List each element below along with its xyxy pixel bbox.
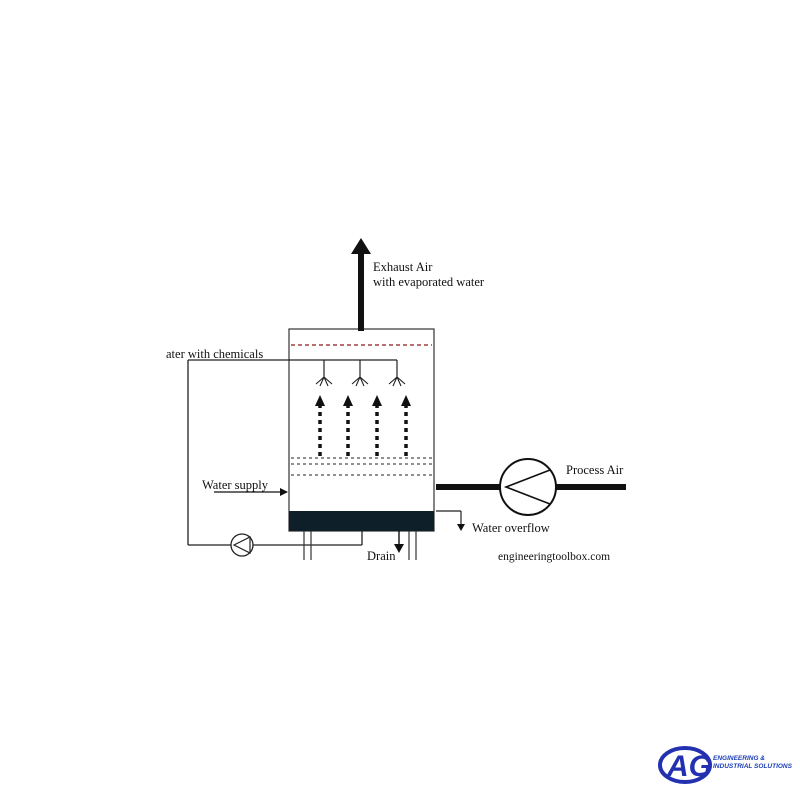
drain-label: Drain (367, 549, 396, 563)
logo-line2: INDUSTRIAL SOLUTIONS (713, 763, 793, 770)
process-air-fan (499, 458, 557, 516)
exhaust-air-arrow (351, 238, 371, 331)
logo-line1: ENGINEERING & (713, 755, 765, 762)
process-air-label: Process Air (566, 463, 624, 477)
water-overflow-label: Water overflow (472, 521, 550, 535)
company-logo: AG ENGINEERING & INDUSTRIAL SOLUTIONS (658, 746, 793, 784)
spray-nozzle (388, 376, 406, 387)
water-overflow-arrow (436, 510, 465, 531)
rising-air-arrow (401, 395, 411, 456)
water-chemicals-label: ater with chemicals (166, 347, 263, 361)
drain-pipe (394, 531, 404, 553)
rising-air-arrow (315, 395, 325, 456)
exhaust-air-label: Exhaust Air (373, 260, 433, 274)
spray-nozzle (351, 376, 369, 387)
exhaust-air-sublabel: with evaporated water (373, 275, 485, 289)
tower-body (288, 328, 435, 532)
spray-nozzle (315, 376, 333, 387)
tower-legs (303, 531, 417, 560)
rising-air-arrow (372, 395, 382, 456)
water-supply-label: Water supply (202, 478, 269, 492)
source-credit: engineeringtoolbox.com (498, 551, 610, 563)
spray-header (187, 359, 398, 546)
rising-air-arrow (343, 395, 353, 456)
logo-mark: AG (666, 750, 712, 783)
recirculation-pump (230, 533, 254, 557)
